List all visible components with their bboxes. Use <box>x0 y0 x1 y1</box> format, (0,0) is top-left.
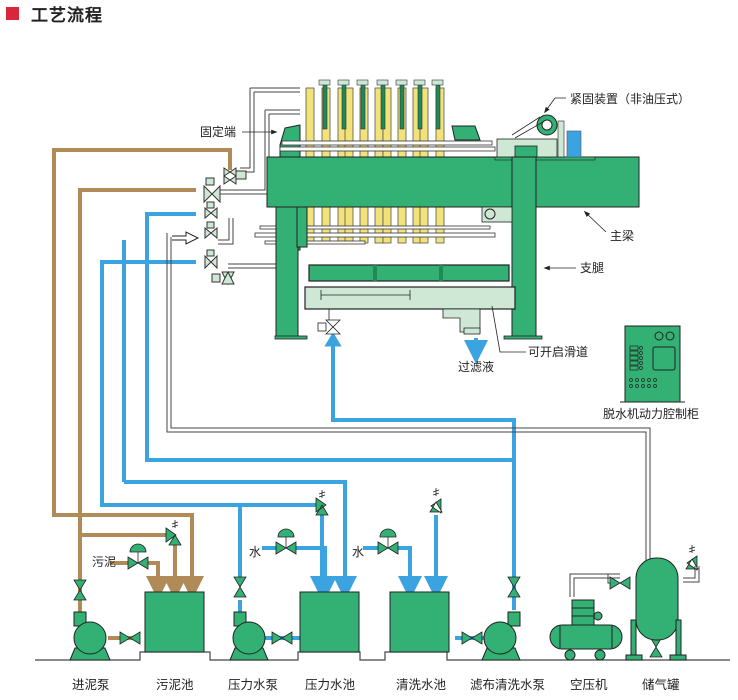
cloth-wash-pump <box>481 611 521 661</box>
water-arrow-up <box>324 332 342 347</box>
label-control-cabinet: 脱水机动力腔制柜 <box>603 406 699 421</box>
clamping-device <box>496 114 582 158</box>
green-valves <box>73 497 699 658</box>
support-leg-left <box>275 206 299 338</box>
pressure-water-tank <box>299 591 360 653</box>
equipment-label: 进泥泵 <box>72 677 110 692</box>
tanks <box>144 591 450 653</box>
label-support-leg: 支腿 <box>580 261 604 275</box>
equipment-label: 空压机 <box>570 677 608 692</box>
control-cabinet <box>620 325 685 403</box>
label-clamping-device: 紧固装置（非油压式） <box>570 92 690 106</box>
label-fixed-end: 固定端 <box>200 124 236 139</box>
main-beam <box>266 156 640 208</box>
air-compressor <box>549 599 623 661</box>
label-sliding-tray: 可开启滑道 <box>528 345 588 359</box>
equipment-label: 储气罐 <box>642 677 680 692</box>
filter-press <box>254 79 640 340</box>
equipment-label: 滤布清洗水泵 <box>470 677 545 692</box>
support-leg-right <box>511 156 537 338</box>
leader-lines <box>242 97 607 353</box>
pressure-water-pump <box>229 611 269 661</box>
air-receiver <box>625 557 687 661</box>
wash-water-tank <box>389 591 450 653</box>
page-title: 工艺流程 <box>31 5 103 26</box>
air-inlet-arrow <box>172 231 200 245</box>
relief-valve-springs <box>171 488 696 553</box>
label-main-beam: 主梁 <box>610 228 634 243</box>
sludge-tank <box>144 591 205 653</box>
equipment-labels: 进泥泵 污泥池 压力水泵 压力水池 清洗水池 滤布清洗水泵 空压机 储气罐 <box>72 677 680 692</box>
label-sludge-inlet: 污泥 <box>92 555 116 569</box>
title-marker-icon <box>6 6 19 20</box>
equipment-label: 污泥池 <box>156 677 194 692</box>
label-water-inlet-1: 水 <box>249 545 261 559</box>
equipment-label: 清洗水池 <box>396 677 447 692</box>
sludge-feed-pump <box>69 611 111 661</box>
equipment-label: 压力水池 <box>305 677 356 692</box>
section-header: 工艺流程 <box>6 2 103 26</box>
pumps <box>69 611 521 661</box>
label-water-inlet-2: 水 <box>352 545 364 559</box>
label-filtrate: 过滤液 <box>458 359 494 374</box>
water-pipes <box>100 212 516 640</box>
press-inlet-valves <box>203 167 247 286</box>
equipment-label: 压力水泵 <box>228 677 278 692</box>
